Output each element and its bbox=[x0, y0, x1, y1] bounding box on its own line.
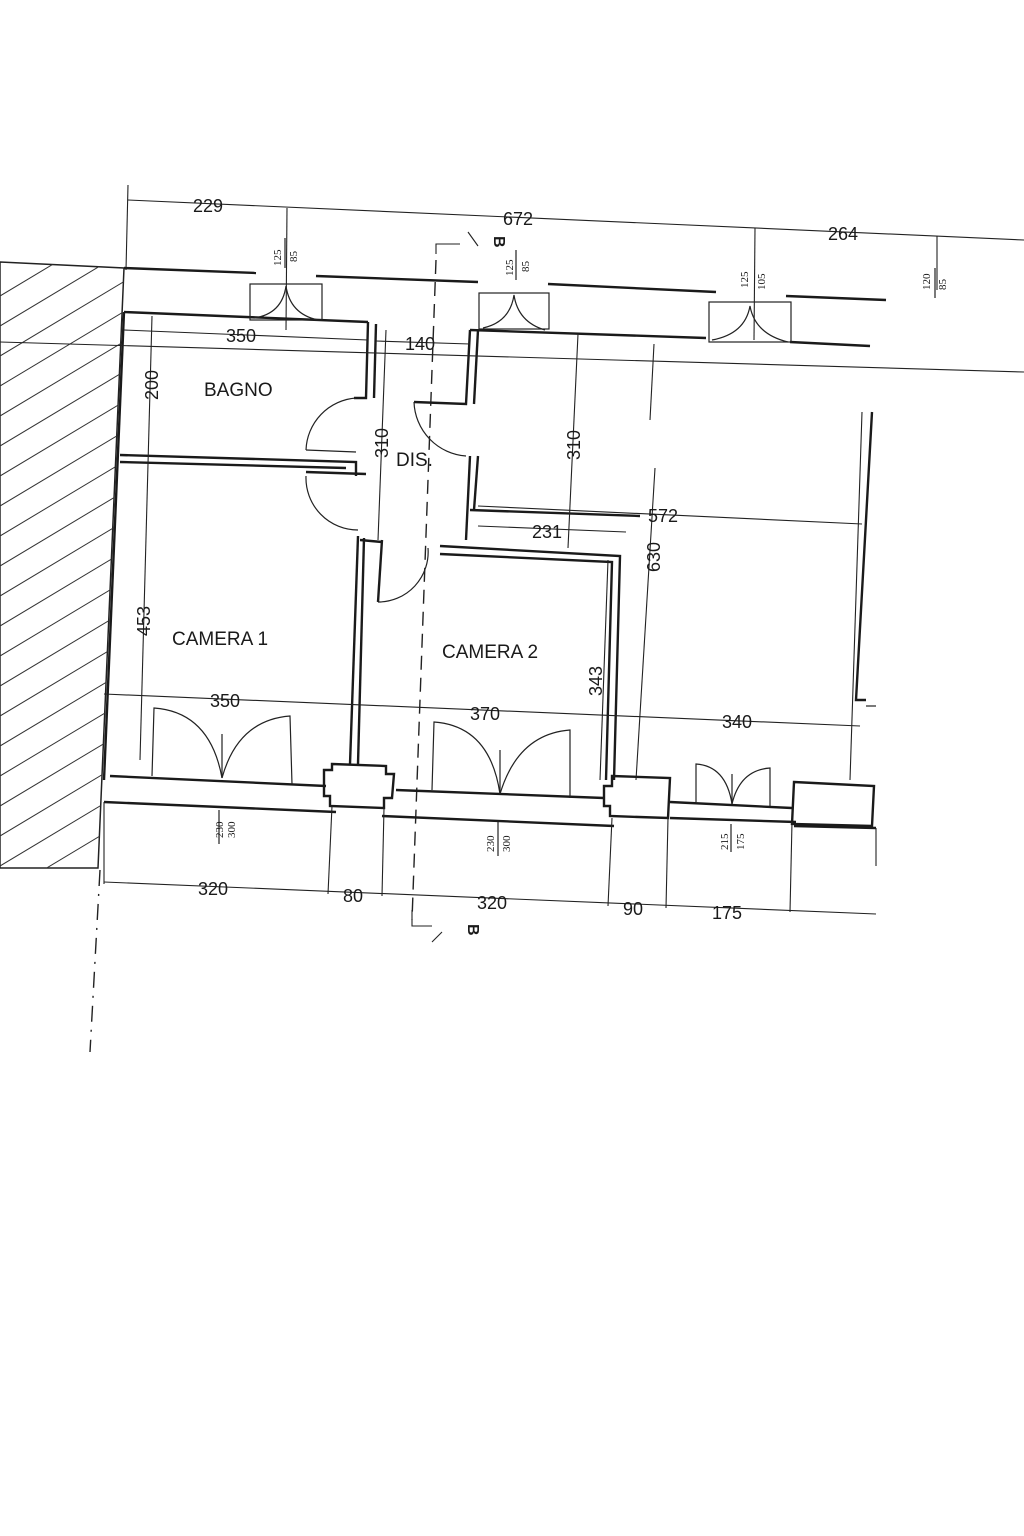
dim-572: 572 bbox=[648, 506, 678, 526]
svg-text:105: 105 bbox=[756, 273, 768, 290]
door-camera1 bbox=[305, 475, 359, 531]
opening-label-bottom-1: 230 300 bbox=[214, 810, 238, 844]
dim-right-upper-depth: 310 bbox=[564, 430, 584, 460]
svg-text:120: 120 bbox=[921, 273, 933, 290]
svg-text:B: B bbox=[490, 236, 507, 248]
dim-bagno-width: 350 bbox=[226, 326, 256, 346]
pillar-2 bbox=[602, 774, 672, 820]
dim-top-672: 672 bbox=[503, 209, 533, 229]
svg-text:125: 125 bbox=[739, 271, 751, 288]
section-line-b bbox=[411, 259, 437, 921]
svg-text:300: 300 bbox=[226, 821, 238, 838]
hatched-wall bbox=[0, 261, 125, 869]
svg-text:300: 300 bbox=[501, 835, 513, 852]
svg-text:175: 175 bbox=[735, 833, 747, 850]
window-top-3 bbox=[708, 301, 792, 343]
section-marker-bottom: B bbox=[411, 910, 481, 943]
exterior-wall-top bbox=[123, 266, 887, 348]
svg-text:215: 215 bbox=[719, 833, 731, 850]
door-camera2 bbox=[377, 547, 429, 603]
svg-text:125: 125 bbox=[272, 249, 284, 266]
dim-top-264: 264 bbox=[828, 224, 858, 244]
opening-label-top-1: 125 85 bbox=[272, 238, 300, 268]
dim-bottom-90: 90 bbox=[623, 899, 643, 919]
pillar-3 bbox=[790, 780, 876, 828]
room-label-camera2: CAMERA 2 bbox=[442, 642, 538, 663]
svg-text:B: B bbox=[464, 924, 481, 936]
svg-text:85: 85 bbox=[520, 261, 532, 273]
dim-dis-depth: 310 bbox=[372, 428, 392, 458]
svg-text:85: 85 bbox=[937, 279, 949, 291]
dim-bottom-175: 175 bbox=[712, 903, 742, 923]
dim-dis-width: 140 bbox=[405, 334, 435, 354]
svg-text:230: 230 bbox=[485, 835, 497, 852]
opening-label-top-3: 125 105 bbox=[739, 271, 768, 290]
opening-label-top-2: 125 85 bbox=[504, 250, 532, 280]
svg-text:230: 230 bbox=[214, 821, 226, 838]
bottom-dimension-line bbox=[103, 802, 877, 915]
dim-bottom-80: 80 bbox=[343, 886, 363, 906]
boundary-line bbox=[89, 869, 101, 1053]
opening-label-bottom-3: 215 175 bbox=[719, 824, 747, 852]
dim-bottom-320-b: 320 bbox=[477, 893, 507, 913]
window-top-1 bbox=[249, 283, 323, 321]
room-label-camera1: CAMERA 1 bbox=[172, 629, 268, 650]
door-dis-right bbox=[413, 401, 467, 457]
opening-label-top-4: 120 85 bbox=[921, 268, 949, 298]
dim-bottom-320-a: 320 bbox=[198, 879, 228, 899]
pillar-1 bbox=[322, 762, 396, 810]
interior-dimensions bbox=[0, 315, 1024, 781]
svg-text:85: 85 bbox=[288, 251, 300, 263]
dim-231: 231 bbox=[532, 522, 562, 542]
door-bagno bbox=[305, 397, 357, 453]
dim-camera2-depth: 343 bbox=[586, 666, 606, 696]
interior-walls bbox=[102, 311, 876, 781]
door-bottom-camera1 bbox=[151, 707, 293, 785]
exterior-wall-bottom bbox=[103, 774, 877, 830]
dim-630: 630 bbox=[644, 542, 664, 572]
dim-camera1-width: 350 bbox=[210, 691, 240, 711]
room-label-bagno: BAGNO bbox=[204, 380, 273, 401]
section-marker-top: B bbox=[435, 231, 507, 254]
svg-text:125: 125 bbox=[504, 259, 516, 276]
dim-right-width: 340 bbox=[722, 712, 752, 732]
dim-bagno-depth: 200 bbox=[142, 370, 162, 400]
door-bottom-camera2 bbox=[431, 721, 571, 798]
opening-label-bottom-2: 230 300 bbox=[485, 822, 513, 856]
dim-top-229: 229 bbox=[193, 196, 223, 216]
dim-camera2-width: 370 bbox=[470, 704, 500, 724]
room-label-dis: DIS. bbox=[396, 450, 433, 471]
dim-camera1-depth: 453 bbox=[134, 606, 154, 636]
door-bottom-right bbox=[695, 763, 771, 806]
top-dimension-line bbox=[125, 184, 1024, 341]
window-top-2 bbox=[478, 292, 550, 331]
